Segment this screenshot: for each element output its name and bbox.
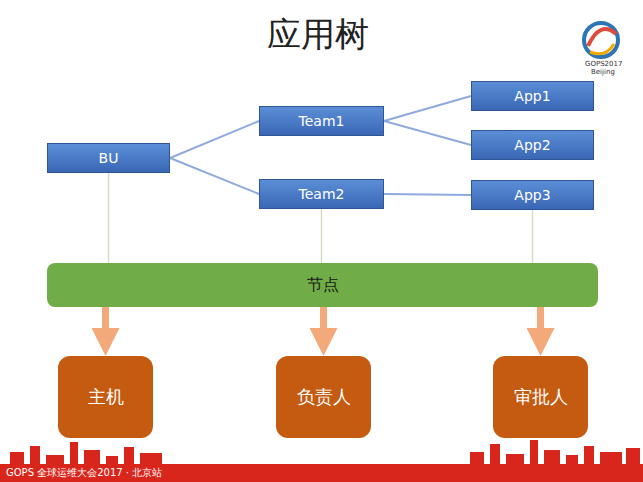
slide-title: 应用树 bbox=[0, 12, 639, 58]
connector-line bbox=[170, 158, 259, 194]
node-text: 节点 bbox=[307, 275, 339, 296]
logo-text: GOPS2017 bbox=[585, 60, 622, 68]
node-text: App3 bbox=[514, 187, 550, 203]
footer-text: GOPS 全球运维大会2017 · 北京站 bbox=[6, 466, 162, 480]
connector-line bbox=[532, 210, 534, 263]
node-text: 主机 bbox=[88, 385, 124, 409]
app-box: App2 bbox=[471, 130, 594, 160]
app-box: App3 bbox=[471, 180, 594, 210]
block-arrow bbox=[102, 307, 109, 342]
connector-line bbox=[108, 173, 110, 263]
node-text: Team1 bbox=[299, 113, 345, 129]
logo-swirl bbox=[584, 23, 618, 57]
resource-box: 审批人 bbox=[493, 356, 588, 438]
logo-text: Beijing bbox=[591, 68, 615, 76]
connector-line bbox=[384, 194, 471, 195]
connector-line bbox=[321, 209, 323, 263]
node-text: Team2 bbox=[299, 186, 345, 202]
node-text: App1 bbox=[514, 88, 550, 104]
skyline-footer bbox=[0, 440, 643, 482]
node-text: 审批人 bbox=[514, 385, 568, 409]
bu-box: BU bbox=[47, 143, 170, 173]
node-text: 负责人 bbox=[297, 385, 351, 409]
team-box: Team2 bbox=[259, 179, 384, 209]
node-text: App2 bbox=[514, 137, 550, 153]
connector-line bbox=[384, 121, 471, 145]
app-box: App1 bbox=[471, 81, 594, 111]
resource-box: 主机 bbox=[58, 356, 153, 438]
connector-line bbox=[170, 121, 259, 158]
node-band: 节点 bbox=[47, 263, 598, 307]
resource-box: 负责人 bbox=[276, 356, 371, 438]
block-arrow bbox=[537, 307, 544, 342]
connector-line bbox=[384, 96, 471, 121]
team-box: Team1 bbox=[259, 106, 384, 136]
block-arrow bbox=[320, 307, 327, 342]
node-text: BU bbox=[99, 150, 119, 166]
